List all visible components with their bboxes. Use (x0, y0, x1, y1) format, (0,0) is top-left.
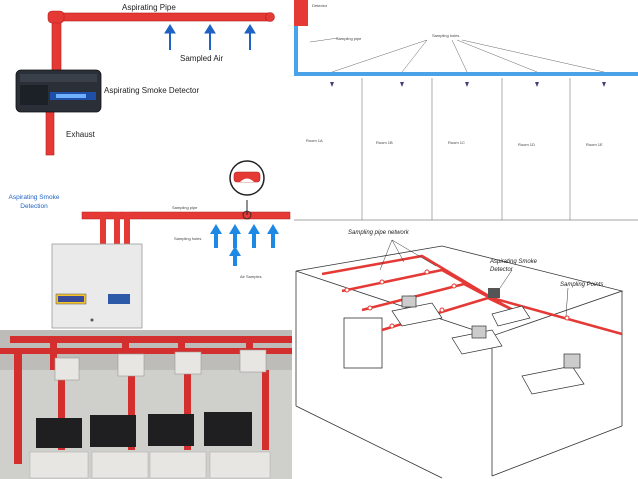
room-label-1: Room 1A (306, 138, 323, 143)
room-label-3: Room 1C (448, 140, 465, 145)
sampling-pipe-horizontal (294, 72, 638, 76)
air-sample-arrows (210, 224, 279, 266)
room-sampling-panel: Detector Sampling pipe Sampling holes Ro… (292, 0, 638, 226)
pipe-end-cap (266, 13, 275, 22)
detector-box (294, 0, 308, 26)
aspirating-detection-drawing (0, 160, 292, 330)
sampled-air-arrows (165, 25, 255, 50)
smoke-detector-unit (488, 288, 500, 298)
sampling-holes-caption: Sampling holes (174, 236, 201, 241)
installation-photo (0, 330, 292, 479)
sampled-air-label: Sampled Air (180, 54, 223, 63)
panel-title: Aspirating Smoke Detection (4, 193, 64, 211)
leader-lines (310, 38, 604, 72)
sampling-pipe-caption: Sampling pipe (172, 205, 197, 210)
sampling-points-label: Sampling Points (560, 282, 603, 288)
room-walls (294, 78, 638, 220)
sampling-pipe (82, 212, 290, 219)
room-label-2: Room 1B (376, 140, 393, 145)
hole-arrows (330, 82, 606, 87)
exhaust-label: Exhaust (66, 130, 95, 139)
workstations (392, 296, 584, 394)
air-samples-caption: Air Samples (240, 274, 262, 279)
network-label: Sampling pipe network (348, 230, 409, 236)
installation-photo-drawing (0, 330, 292, 479)
sampling-holes-text: Sampling holes (432, 33, 459, 38)
detector-cabinet (52, 244, 142, 328)
room-label-5: Room 1E (586, 142, 603, 147)
aspirating-pipe-label: Aspirating Pipe (122, 3, 176, 12)
room-sampling-drawing (292, 0, 638, 226)
aspirating-detection-panel: Aspirating Smoke Detection Sampling pipe… (0, 160, 292, 330)
aspirating-pipe-drawing (0, 0, 292, 160)
detector-label: Aspirating Smoke Detector (104, 86, 199, 95)
sampling-pipe-text: Sampling pipe (336, 36, 361, 41)
room-network-drawing (292, 226, 638, 479)
aspirating-pipe (52, 13, 272, 21)
sampling-pipe-vertical (294, 26, 298, 76)
aspirating-pipe-panel: Aspirating Pipe Sampled Air Aspirating S… (0, 0, 292, 160)
asd-label: Aspirating Smoke Detector (490, 258, 560, 274)
room-label-4: Room 1D (518, 142, 535, 147)
pipe-elbow (48, 11, 64, 23)
room-network-panel: Sampling pipe network Aspirating Smoke D… (292, 226, 638, 479)
sampling-pipe-network (322, 256, 622, 334)
detector-text: Detector (312, 3, 327, 8)
exhaust-pipe (46, 105, 54, 155)
